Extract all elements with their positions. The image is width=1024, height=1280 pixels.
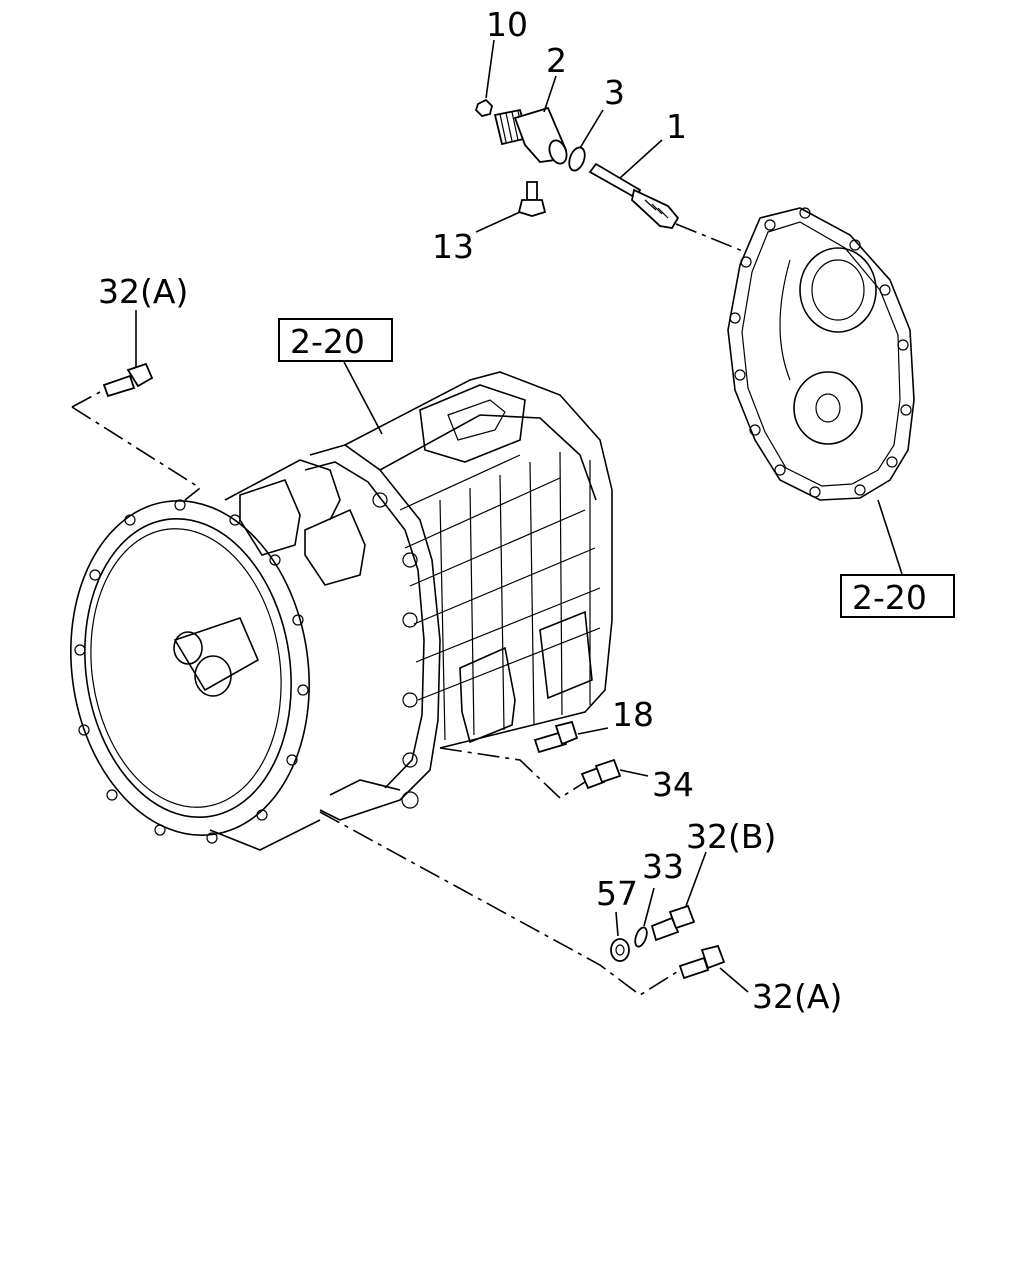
callout-18: 18 <box>612 695 654 734</box>
part-32a-bolt-top <box>102 362 154 398</box>
part-57-washer <box>610 938 630 962</box>
rear-cover <box>727 207 915 501</box>
part-1-shaft <box>588 162 680 229</box>
part-10-nut <box>474 98 493 117</box>
part-32b-bolt <box>650 904 696 942</box>
callout-33: 33 <box>642 847 684 886</box>
callout-10: 10 <box>486 5 528 44</box>
callout-2: 2 <box>546 41 567 80</box>
reference-box-right: 2-20 <box>840 574 955 618</box>
callout-1: 1 <box>666 107 687 146</box>
part-32a-bolt-bottom <box>678 944 726 980</box>
callout-57: 57 <box>596 874 638 913</box>
reference-label-left: 2-20 <box>290 322 365 361</box>
part-34-fitting <box>580 758 622 790</box>
part-3-o-ring <box>568 146 586 172</box>
assembly-centerlines <box>71 223 746 996</box>
leader-lines <box>135 39 903 993</box>
part-33-washer <box>634 926 648 948</box>
transmission-case <box>70 371 613 851</box>
callout-32a-bottom: 32(A) <box>752 977 842 1016</box>
part-18-bolt <box>533 720 579 754</box>
part-13-bolt <box>517 181 547 217</box>
callout-32b: 32(B) <box>686 817 776 856</box>
reference-box-left: 2-20 <box>278 318 393 362</box>
reference-label-right: 2-20 <box>852 578 927 617</box>
callout-13: 13 <box>432 227 474 266</box>
part-2-sensor <box>493 106 568 165</box>
callout-34: 34 <box>652 765 694 804</box>
callout-3: 3 <box>604 73 625 112</box>
callout-32a-top: 32(A) <box>98 272 188 311</box>
